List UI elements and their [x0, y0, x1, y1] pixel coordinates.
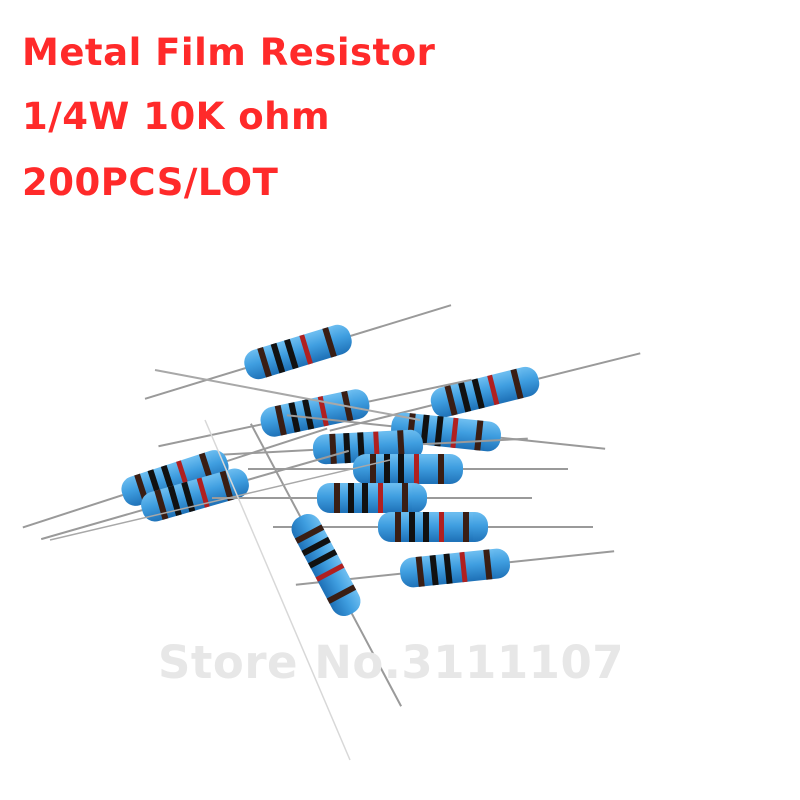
- resistor-6: [247, 453, 569, 485]
- resistor-1: [139, 289, 457, 415]
- headline-line-1: Metal Film Resistor: [22, 31, 436, 74]
- store-watermark: Store No.3111107: [158, 636, 625, 689]
- headline-line-2: 1/4W 10K ohm: [22, 95, 331, 138]
- resistor-9: [211, 482, 533, 514]
- headline-line-3: 200PCS/LOT: [22, 161, 279, 204]
